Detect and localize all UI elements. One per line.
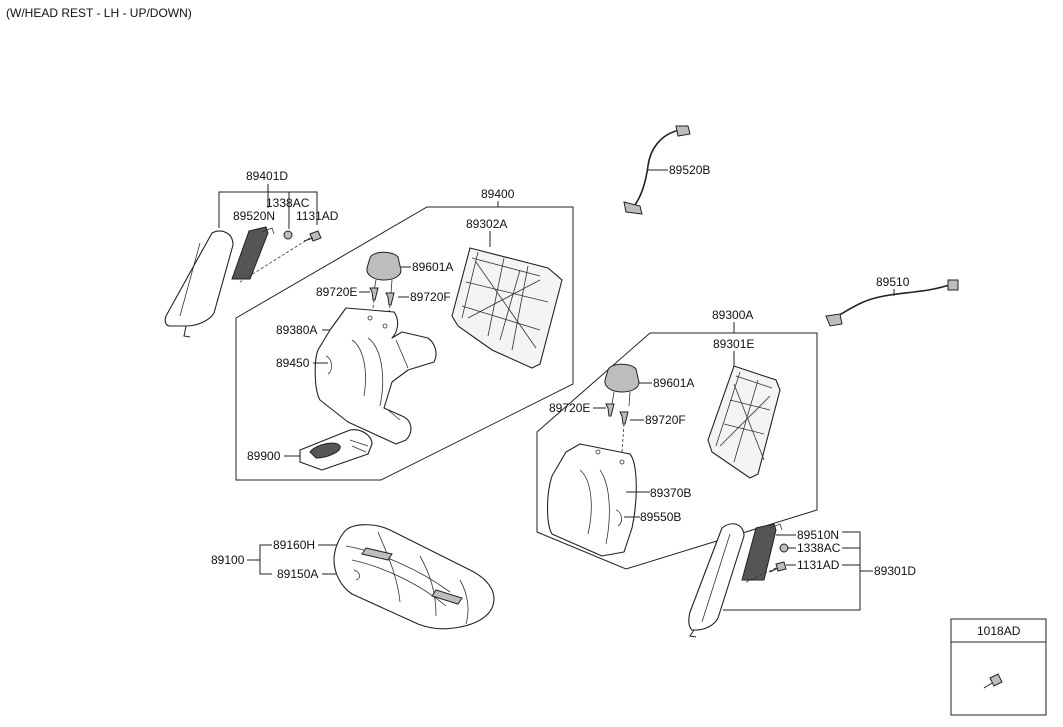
- label-1338AC-right: 1338AC: [797, 541, 841, 555]
- label-89550B: 89550B: [640, 510, 681, 524]
- part-89550B: [615, 509, 622, 527]
- clip-1338AC-right-part: [779, 543, 789, 553]
- guide-89720E-right-part: [605, 403, 615, 417]
- label-89450: 89450: [276, 356, 310, 370]
- label-89520B: 89520B: [669, 163, 710, 177]
- label-89300A: 89300A: [712, 308, 753, 322]
- part-89450: [325, 355, 332, 375]
- screw-1018AD-part: [989, 673, 1003, 687]
- wire-harness-89520B: 89520B: [623, 125, 710, 215]
- wire-89520B-part: [633, 129, 681, 207]
- diagram-title: (W/HEAD REST - LH - UP/DOWN): [6, 6, 192, 20]
- guide-89720F-left-part: [385, 292, 395, 306]
- label-89900: 89900: [247, 449, 281, 463]
- label-89720E-left: 89720E: [316, 285, 357, 299]
- seat-back-assembly-89400: 89400 89302A 89601A 89720E 89720F 89380A…: [235, 187, 574, 481]
- label-89720E-right: 89720E: [549, 401, 590, 415]
- label-1131AD-left: 1131AD: [296, 209, 339, 223]
- label-89510N: 89510N: [797, 528, 839, 542]
- label-89301E: 89301E: [713, 337, 754, 351]
- label-1131AD-right: 1131AD: [797, 558, 840, 572]
- label-89520N: 89520N: [233, 209, 275, 223]
- label-89302A: 89302A: [466, 217, 507, 231]
- label-89301D: 89301D: [874, 564, 916, 578]
- label-89510: 89510: [876, 275, 910, 289]
- seat-cushion-group-89100: 89100 89160H 89150A: [211, 524, 495, 630]
- label-89720F-left: 89720F: [410, 290, 451, 304]
- headrest-89601A-right-part: [604, 363, 640, 393]
- label-89160H: 89160H: [273, 538, 315, 552]
- headrest-89601A-left-part: [366, 251, 402, 281]
- seat-cushion-89160H-part: [333, 524, 495, 630]
- label-1018AD: 1018AD: [977, 624, 1021, 638]
- label-89601A-right: 89601A: [653, 376, 694, 390]
- guide-89720F-right-part: [619, 411, 629, 425]
- assembly-boundary-89400: [235, 206, 574, 481]
- wire-harness-89510: 89510: [825, 275, 959, 327]
- seat-back-cushion-89370B-part: [546, 443, 637, 557]
- label-89401D: 89401D: [246, 169, 288, 183]
- pad-89510N-part: [741, 523, 777, 581]
- left-side-bolster-group: 89401D 1338AC 89520N 1131AD: [164, 169, 339, 338]
- clip-1338AC-left-part: [283, 230, 293, 240]
- right-side-bolster-group: 89510N 1338AC 1131AD 89301D: [688, 523, 916, 638]
- side-bolster-left-part: [164, 230, 234, 327]
- label-89720F-right: 89720F: [645, 413, 686, 427]
- seat-back-cushion-89380A-part: [314, 307, 437, 445]
- label-89100: 89100: [211, 553, 245, 567]
- label-1338AC-left: 1338AC: [266, 196, 310, 210]
- guide-89720E-left-part: [369, 287, 379, 301]
- wire-89510-part: [833, 283, 953, 319]
- pad-89520N-part: [231, 226, 269, 280]
- bolt-1131AD-left-part: [309, 230, 322, 242]
- assembly-boundary-89300A: [536, 332, 818, 570]
- fastener-box-1018AD: 1018AD: [950, 618, 1047, 716]
- label-89150A: 89150A: [277, 567, 318, 581]
- label-89370B: 89370B: [650, 486, 691, 500]
- label-89400: 89400: [481, 187, 515, 201]
- seat-back-assembly-89300A: 89300A 89301E 89601A 89720E 89720F 89370…: [536, 308, 818, 570]
- label-89380A: 89380A: [276, 323, 317, 337]
- frame-89302A-part: [451, 247, 563, 369]
- label-89601A-left: 89601A: [412, 260, 453, 274]
- bolt-1131AD-right-part: [775, 561, 787, 572]
